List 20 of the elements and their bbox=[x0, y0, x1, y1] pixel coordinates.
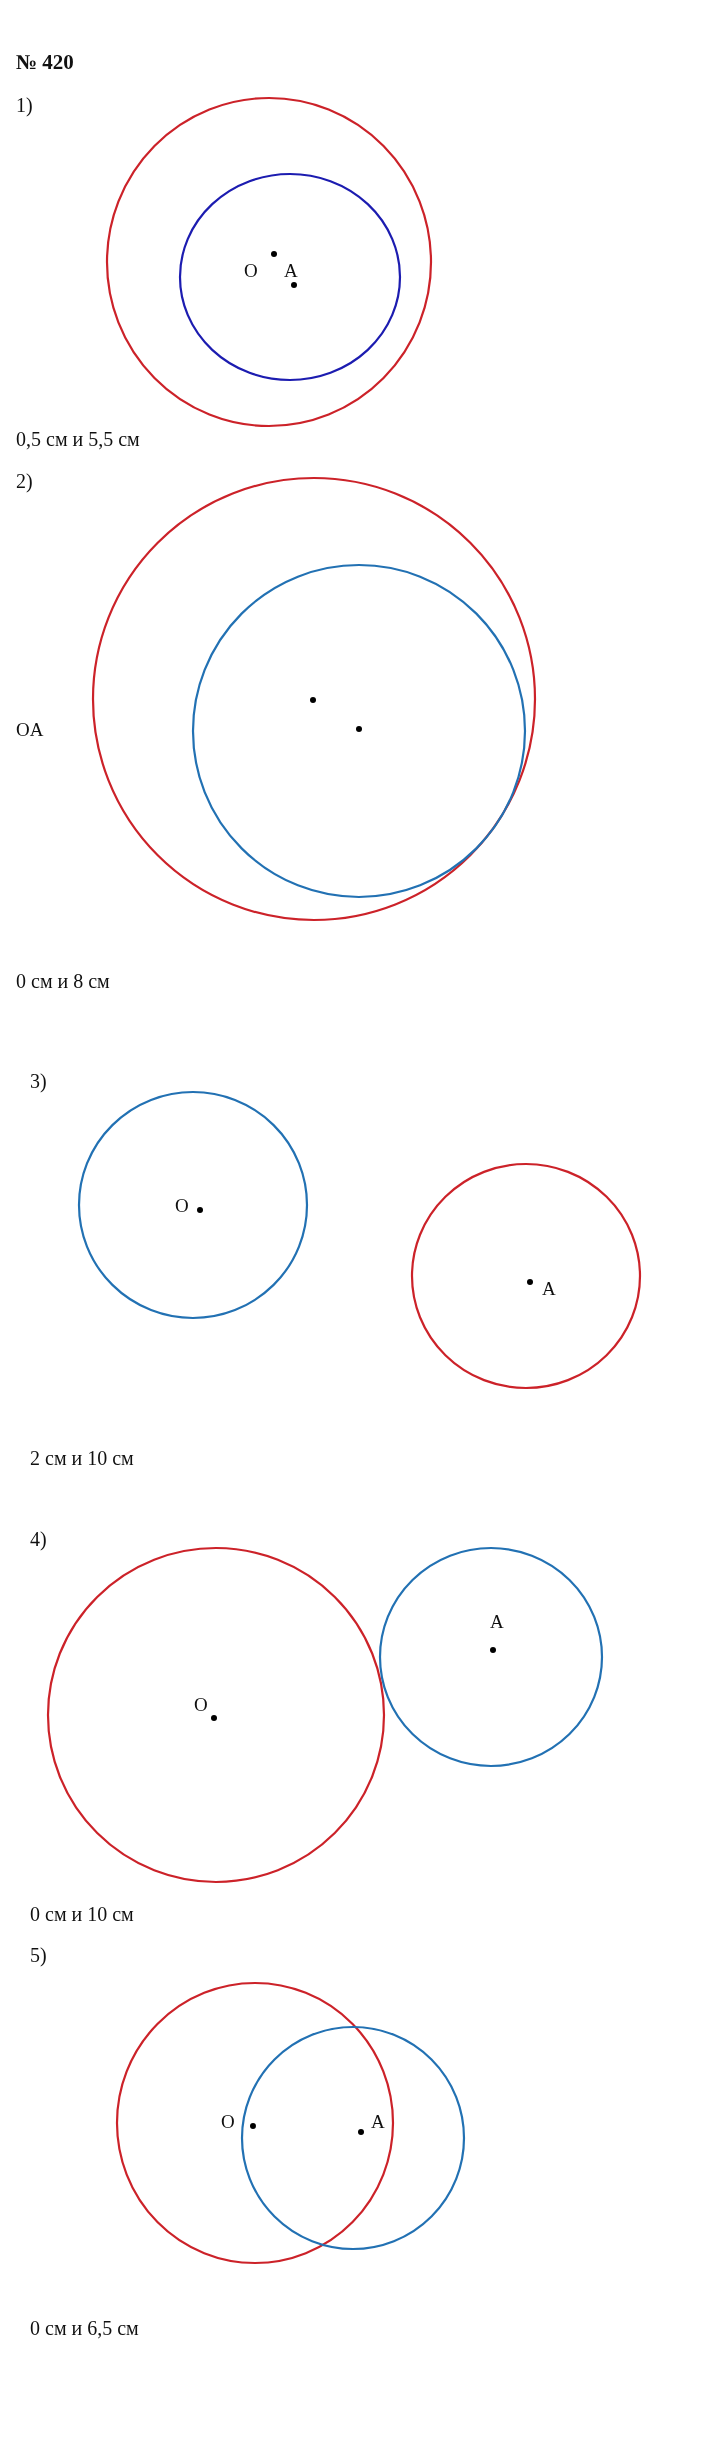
answer-text: 0 см и 8 см bbox=[16, 969, 110, 993]
item-number: 3) bbox=[30, 1069, 47, 1093]
item-number: 5) bbox=[30, 1943, 47, 1967]
point-label: A bbox=[284, 260, 298, 282]
answer-text: 0,5 см и 5,5 см bbox=[16, 427, 140, 451]
item-number: 4) bbox=[30, 1527, 47, 1551]
point-label: O bbox=[175, 1195, 189, 1217]
item-number: 1) bbox=[16, 93, 33, 117]
point-label: A bbox=[542, 1278, 556, 1300]
point-label: O bbox=[194, 1694, 208, 1716]
point-label: OA bbox=[16, 719, 44, 741]
answer-text: 2 см и 10 см bbox=[30, 1446, 134, 1470]
point-label: A bbox=[490, 1611, 504, 1633]
point-label: O bbox=[221, 2111, 235, 2133]
item-number: 2) bbox=[16, 469, 33, 493]
point-label: O bbox=[244, 260, 258, 282]
answer-text: 0 см и 6,5 см bbox=[30, 2316, 139, 2340]
answer-text: 0 см и 10 см bbox=[30, 1902, 134, 1926]
problem-number: № 420 bbox=[16, 49, 74, 75]
point-label: A bbox=[371, 2111, 385, 2133]
